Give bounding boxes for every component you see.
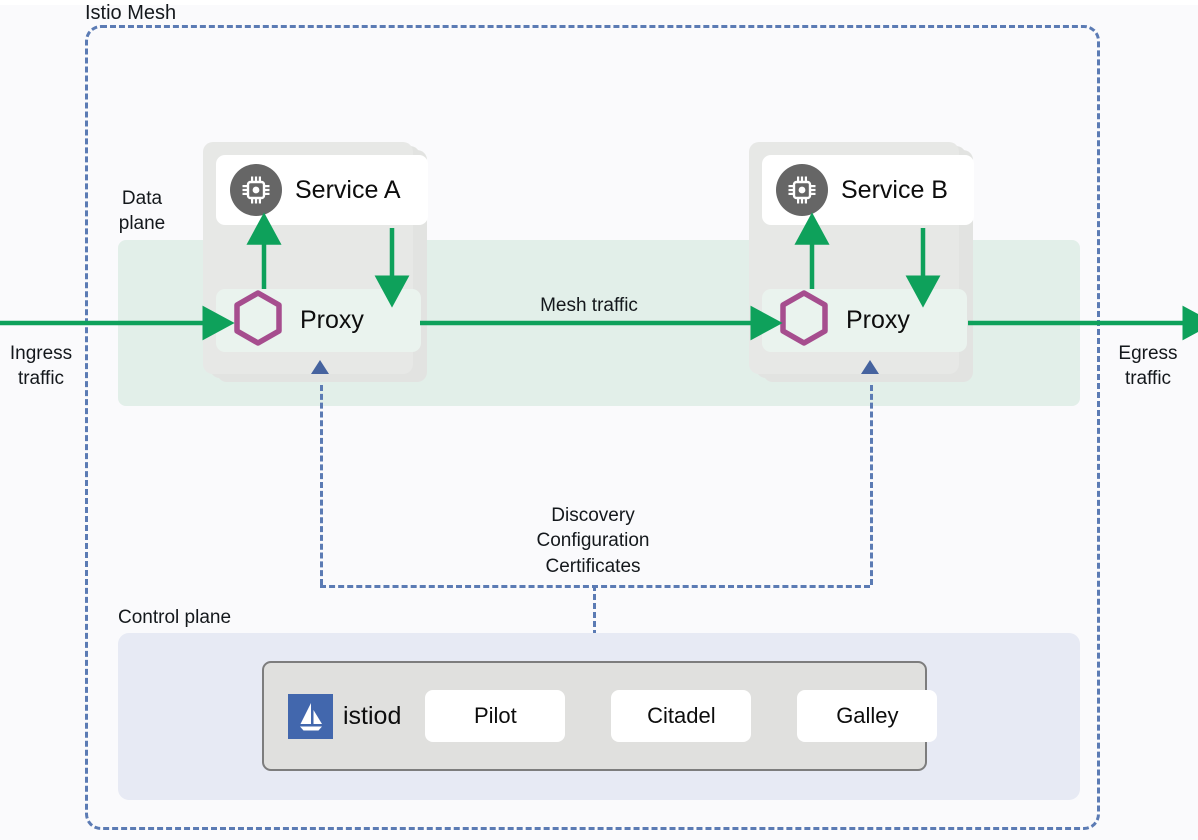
ingress-label-line1: Ingress — [9, 343, 73, 364]
cpu-chip-icon — [230, 164, 282, 216]
pod-service-b: Service B Proxy — [749, 142, 974, 382]
hexagon-envoy-icon — [778, 289, 830, 352]
istio-mesh-title: Istio Mesh — [85, 2, 177, 24]
egress-label-line1: Egress — [1118, 343, 1178, 364]
data-plane-label-line2: plane — [118, 213, 166, 235]
ingress-traffic-label: Ingress traffic — [2, 341, 80, 392]
service-a-label: Service A — [295, 175, 401, 204]
istiod-brand[interactable]: istiod — [288, 693, 402, 739]
control-channel-marker-a — [311, 360, 329, 374]
control-channel-line1: Discovery — [551, 505, 635, 526]
egress-traffic-label: Egress traffic — [1108, 341, 1188, 392]
control-plane-component-pilot[interactable]: Pilot — [425, 690, 566, 742]
control-plane-component-citadel[interactable]: Citadel — [611, 690, 752, 742]
control-plane-label: Control plane — [118, 607, 232, 628]
istiod-label: istiod — [343, 701, 402, 730]
service-b-label: Service B — [841, 175, 948, 204]
ingress-label-line2: traffic — [17, 368, 65, 390]
service-b-box[interactable]: Service B — [762, 155, 974, 225]
control-channel-line3: Certificates — [545, 555, 641, 577]
data-plane-label: Data plane — [112, 186, 172, 237]
control-channel-line2: Configuration — [536, 530, 650, 552]
data-plane-label-line1: Data — [121, 188, 163, 209]
control-channel-line-a — [320, 385, 323, 585]
istio-sailboat-logo — [288, 693, 333, 739]
hexagon-envoy-icon — [232, 289, 284, 352]
proxy-a-box[interactable]: Proxy — [216, 289, 421, 352]
proxy-a-label: Proxy — [300, 306, 364, 334]
mesh-traffic-label: Mesh traffic — [540, 295, 638, 316]
proxy-b-box[interactable]: Proxy — [762, 289, 967, 352]
egress-label-line2: traffic — [1124, 368, 1172, 390]
istiod-panel: istiod Pilot Citadel Galley — [262, 661, 938, 771]
control-channel-label: Discovery Configuration Certificates — [493, 503, 693, 580]
control-channel-line-b — [870, 385, 873, 585]
proxy-b-label: Proxy — [846, 306, 910, 334]
istio-mesh-boundary — [85, 25, 1100, 830]
control-channel-marker-b — [861, 360, 879, 374]
top-white-strip — [0, 0, 1198, 5]
cpu-chip-icon — [776, 164, 828, 216]
control-channel-to-istiod — [593, 585, 596, 663]
control-plane-component-galley[interactable]: Galley — [797, 690, 938, 742]
